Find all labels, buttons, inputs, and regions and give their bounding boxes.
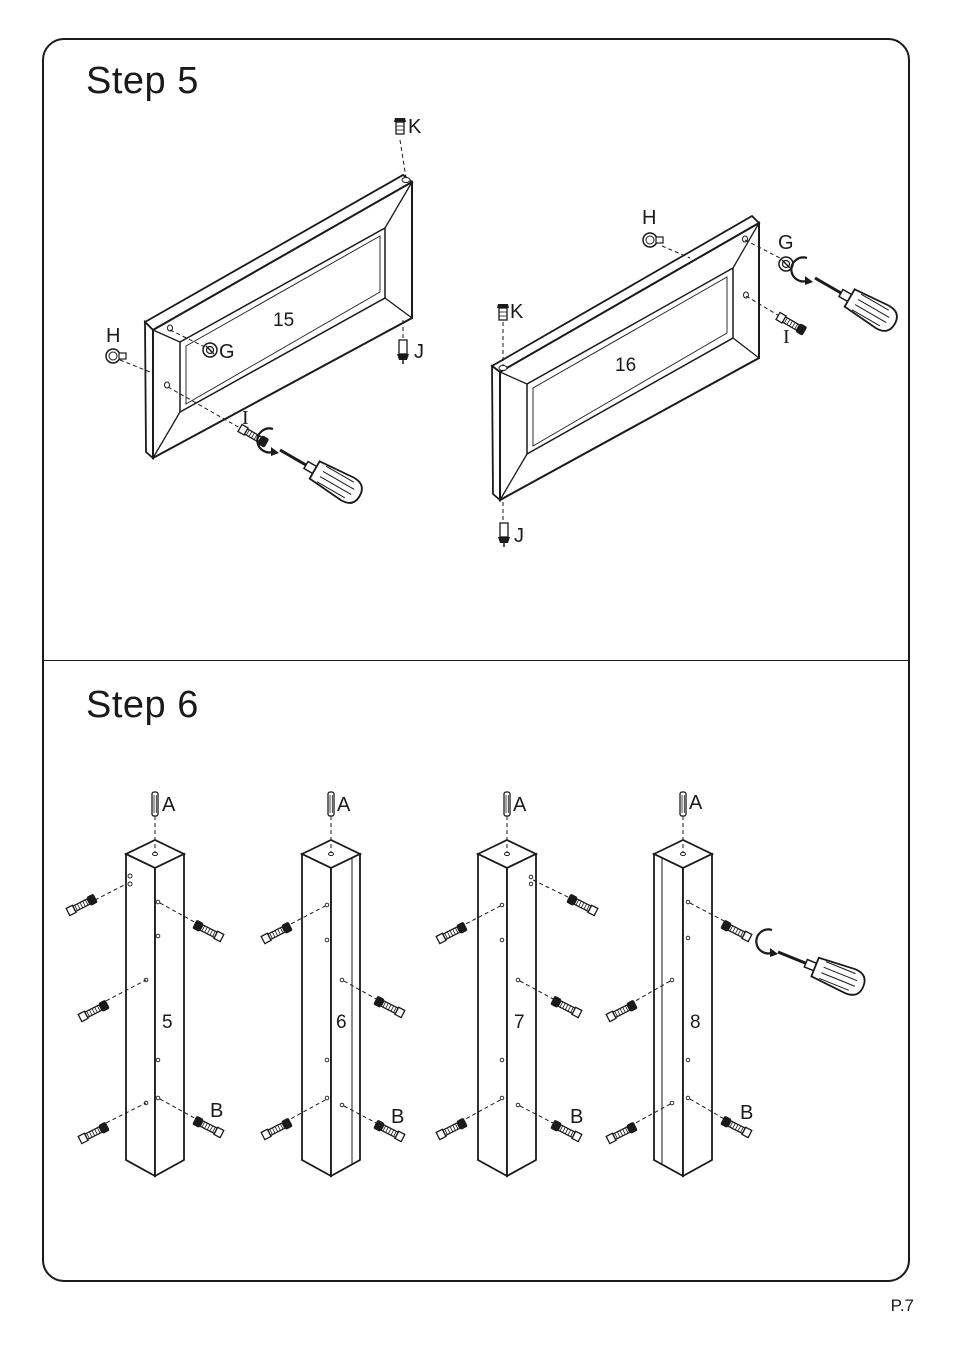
leg-6-label-b: B <box>391 1106 404 1128</box>
panel-16-label-k: K <box>510 301 524 323</box>
leg-6-number: 6 <box>336 1012 347 1033</box>
leg-7-number: 7 <box>514 1012 525 1033</box>
panel-15-label-j: J <box>414 341 424 363</box>
leg-7-label-a: A <box>513 794 527 816</box>
panel-15-label-k: K <box>408 116 422 138</box>
leg-5-label-a: A <box>162 794 176 816</box>
panel-15-label-h: H <box>106 325 120 347</box>
panel-16-label-g: G <box>778 232 794 254</box>
leg-5-illustration <box>66 792 225 1176</box>
leg-5-number: 5 <box>162 1012 173 1033</box>
panel-16-illustration <box>492 216 901 547</box>
leg-5-label-b: B <box>210 1100 223 1122</box>
leg-8-label-b: B <box>740 1102 753 1124</box>
panel-16-label-h: H <box>642 207 656 229</box>
panel-15-label-g: G <box>219 341 235 363</box>
panel-16-label-i: I <box>783 326 790 348</box>
leg-8-illustration <box>606 792 868 1176</box>
leg-8-label-a: A <box>689 792 703 814</box>
panel-15-illustration <box>106 118 412 507</box>
panel-15-label-i: I <box>242 407 249 429</box>
leg-6-label-a: A <box>337 794 351 816</box>
panel-16-label-j: J <box>514 525 524 547</box>
leg-8-number: 8 <box>690 1012 701 1033</box>
leg-7-label-b: B <box>570 1106 583 1128</box>
panel-16-number: 16 <box>615 355 636 376</box>
leg-6-illustration <box>261 792 406 1176</box>
panel-15-number: 15 <box>273 310 294 331</box>
